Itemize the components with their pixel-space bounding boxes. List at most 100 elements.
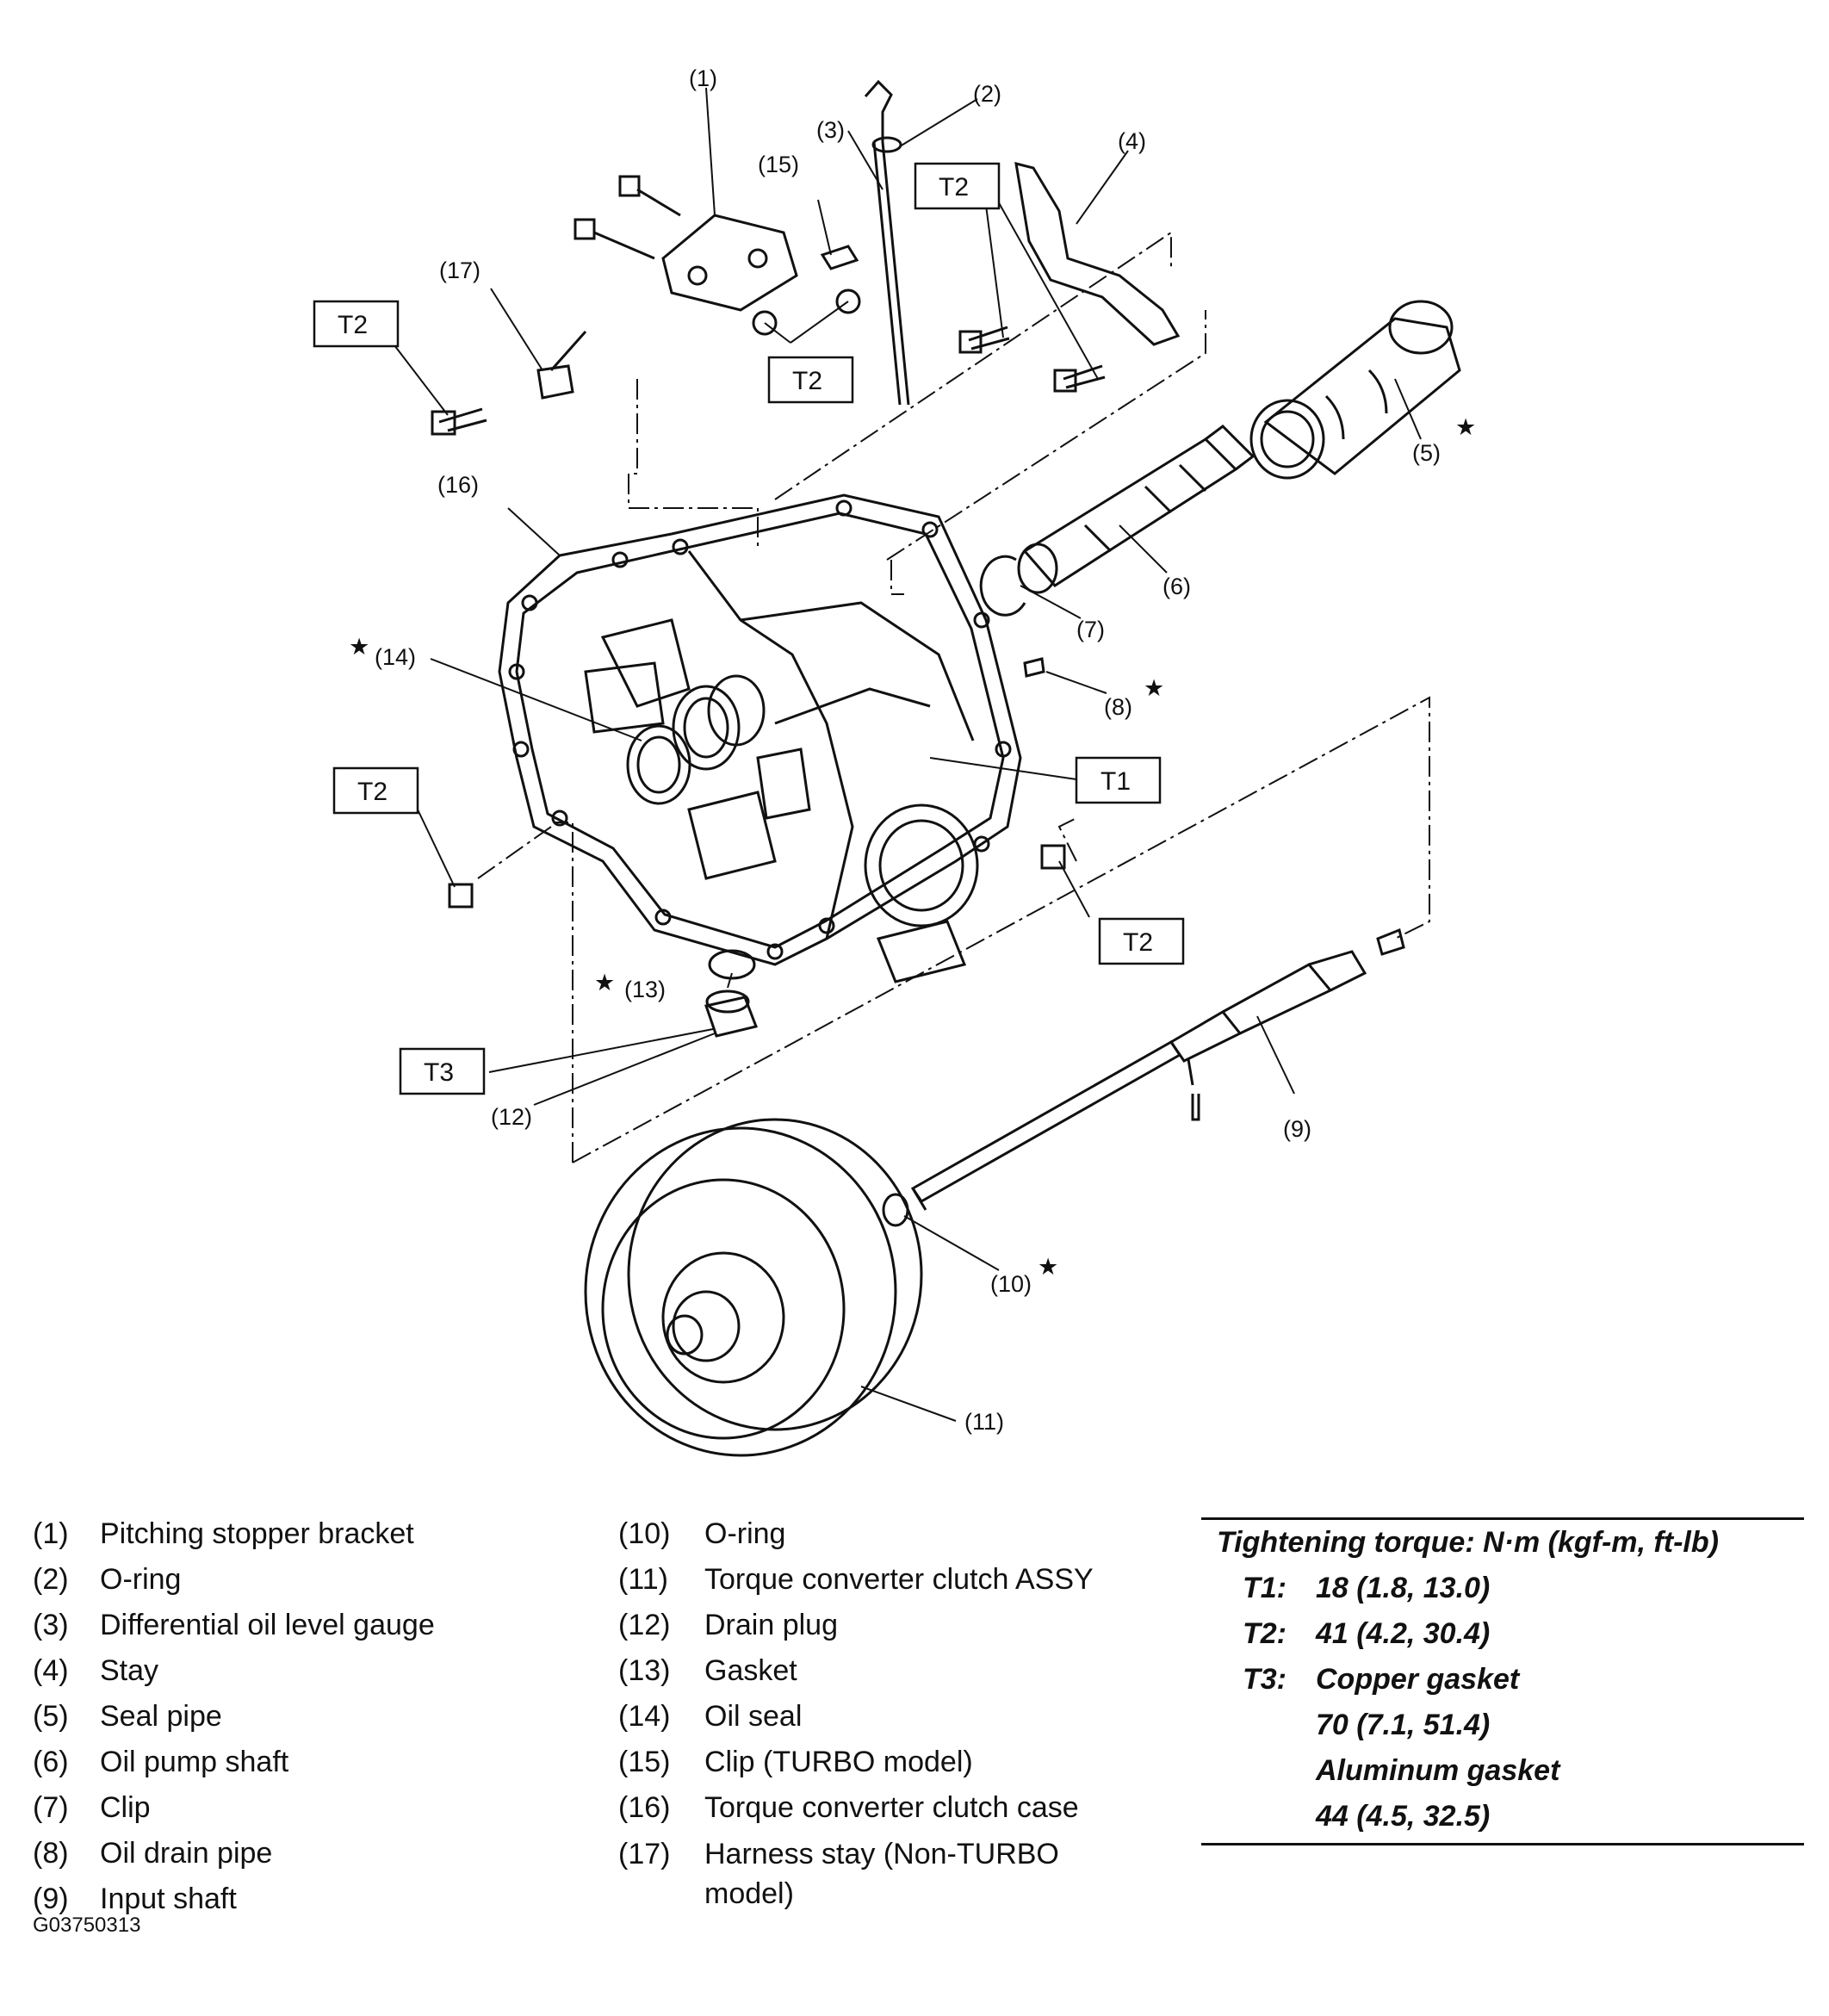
legend-number: (10) xyxy=(618,1517,671,1550)
torque-tag-boxes xyxy=(313,162,1185,1095)
callout-13: (13) xyxy=(624,977,666,1002)
callout-4: (4) xyxy=(1118,128,1146,154)
legend-text: O-ring xyxy=(704,1517,786,1550)
star-icon: ★ xyxy=(1038,1254,1058,1280)
legend-number: (13) xyxy=(618,1654,671,1687)
callout-3: (3) xyxy=(816,117,845,143)
torque-key xyxy=(1201,1748,1316,1794)
leader-lines xyxy=(391,87,1422,1422)
legend-item: (7)Clip xyxy=(33,1785,584,1831)
seal-pipe-part xyxy=(1249,300,1461,480)
legend-text: Seal pipe xyxy=(100,1700,222,1733)
legend-item: (11)Torque converter clutch ASSY xyxy=(618,1557,1169,1603)
legend-text: Oil seal xyxy=(704,1700,803,1733)
legend-item: (15) Clip (TURBO model) xyxy=(618,1740,1169,1785)
star-icon: ★ xyxy=(349,634,369,660)
torque-value: 70 (7.1, 51.4) xyxy=(1316,1709,1491,1741)
bolt-parts xyxy=(431,326,1106,909)
callout-1: (1) xyxy=(689,65,717,91)
torque-key: T1: xyxy=(1243,1572,1286,1604)
legend-item: (2)O-ring xyxy=(33,1557,584,1603)
legend-text: Drain plug xyxy=(704,1609,838,1641)
callout-14: (14) xyxy=(375,644,416,670)
star-icon: ★ xyxy=(594,970,615,996)
callout-7: (7) xyxy=(1076,617,1105,642)
legend-text: Torque converter clutch case xyxy=(704,1791,1079,1824)
legend-number: (2) xyxy=(33,1563,69,1596)
legend-text: Torque converter clutch ASSY xyxy=(704,1563,1094,1596)
clip-15-part xyxy=(820,245,859,270)
oil-level-gauge-part xyxy=(864,79,910,406)
torque-key xyxy=(1201,1794,1316,1839)
legend-text: Differential oil level gauge xyxy=(100,1609,435,1641)
torque-tag-t2: T2 xyxy=(792,367,822,395)
torque-row: T1: 18 (1.8, 13.0) xyxy=(1201,1566,1804,1611)
torque-value: Copper gasket xyxy=(1316,1663,1520,1696)
legend-item: (17)Harness stay (Non-TURBO model) xyxy=(618,1834,1169,1914)
callout-16: (16) xyxy=(437,472,479,498)
torque-row: 44 (4.5, 32.5) xyxy=(1201,1794,1804,1839)
legend-item: (8) Oil drain pipe xyxy=(33,1831,584,1876)
legend-item: (1) Pitching stopper bracket xyxy=(33,1511,584,1557)
legend-item: (13)Gasket xyxy=(618,1648,1169,1694)
legend-number: (5) xyxy=(33,1700,69,1733)
harness-stay-part xyxy=(536,331,587,400)
star-icon: ★ xyxy=(1455,414,1476,440)
legend-number: (9) xyxy=(33,1883,69,1915)
torque-tag-t2: T2 xyxy=(357,778,388,806)
torque-table-title: Tightening torque: N·m (kgf-m, ft-lb) xyxy=(1217,1526,1719,1559)
alignment-lines xyxy=(477,231,1430,1163)
star-icon: ★ xyxy=(1144,675,1164,701)
exploded-view-diagram: (1) (2) (3) (4) (5) (6) (7) (8) (9) (10)… xyxy=(313,65,1476,1457)
torque-value: Aluminum gasket xyxy=(1316,1754,1560,1787)
torque-row: 70 (7.1, 51.4) xyxy=(1201,1703,1804,1748)
torque-tag-t2: T2 xyxy=(338,311,368,339)
oil-pump-shaft-part xyxy=(1017,425,1256,594)
oil-drain-pipe-part xyxy=(1023,657,1045,678)
legend-number: (1) xyxy=(33,1517,69,1550)
legend-item: (3) Differential oil level gauge xyxy=(33,1603,584,1648)
pitching-stopper-bracket-part xyxy=(574,175,861,336)
legend-text: Clip (TURBO model) xyxy=(704,1746,973,1778)
torque-tag-t2: T2 xyxy=(939,173,969,202)
callout-8: (8) xyxy=(1104,694,1132,720)
torque-key: T2: xyxy=(1243,1617,1286,1650)
legend-number: (14) xyxy=(618,1700,671,1733)
torque-row: T3: Copper gasket xyxy=(1201,1657,1804,1703)
torque-key: T3: xyxy=(1243,1663,1286,1696)
legend-number: (15) xyxy=(618,1746,671,1778)
torque-tag-t2: T2 xyxy=(1123,928,1153,957)
torque-converter-part xyxy=(584,1118,923,1457)
legend-number: (17) xyxy=(618,1838,671,1870)
torque-value: 41 (4.2, 30.4) xyxy=(1316,1617,1491,1650)
callout-12: (12) xyxy=(491,1104,532,1130)
tightening-torque-table: Tightening torque: N·m (kgf-m, ft-lb) T1… xyxy=(1201,1517,1804,1845)
legend-text: Clip xyxy=(100,1791,151,1824)
callout-5: (5) xyxy=(1412,440,1441,466)
legend-item: (5) Seal pipe xyxy=(33,1694,584,1740)
legend-number: (3) xyxy=(33,1609,69,1641)
torque-value: 18 (1.8, 13.0) xyxy=(1316,1572,1491,1604)
callout-9: (9) xyxy=(1283,1116,1311,1142)
torque-converter-clutch-case xyxy=(498,493,1022,983)
legend-text: Oil drain pipe xyxy=(100,1837,273,1870)
oil-seal-part xyxy=(626,674,766,805)
legend-number: (8) xyxy=(33,1837,69,1870)
clip-part xyxy=(979,555,1026,617)
callout-10: (10) xyxy=(990,1271,1032,1297)
callout-11: (11) xyxy=(964,1409,1004,1435)
legend-text: Oil pump shaft xyxy=(100,1746,289,1778)
torque-key xyxy=(1201,1703,1316,1748)
legend-item: (4)Stay xyxy=(33,1648,584,1694)
legend-item: (12)Drain plug xyxy=(618,1603,1169,1648)
callout-2: (2) xyxy=(973,81,1001,107)
legend-item: (10) O-ring xyxy=(618,1511,1169,1557)
legend-text: Pitching stopper bracket xyxy=(100,1517,414,1550)
torque-tag-t3: T3 xyxy=(424,1058,454,1087)
stay-part xyxy=(1014,161,1181,346)
legend-item: (9)Input shaft xyxy=(33,1876,584,1922)
callout-17: (17) xyxy=(439,257,480,283)
parts-legend-column-1: (1) Pitching stopper bracket (2)O-ring (3… xyxy=(33,1511,584,1922)
legend-text: Stay xyxy=(100,1654,159,1687)
legend-number: (16) xyxy=(618,1791,671,1824)
